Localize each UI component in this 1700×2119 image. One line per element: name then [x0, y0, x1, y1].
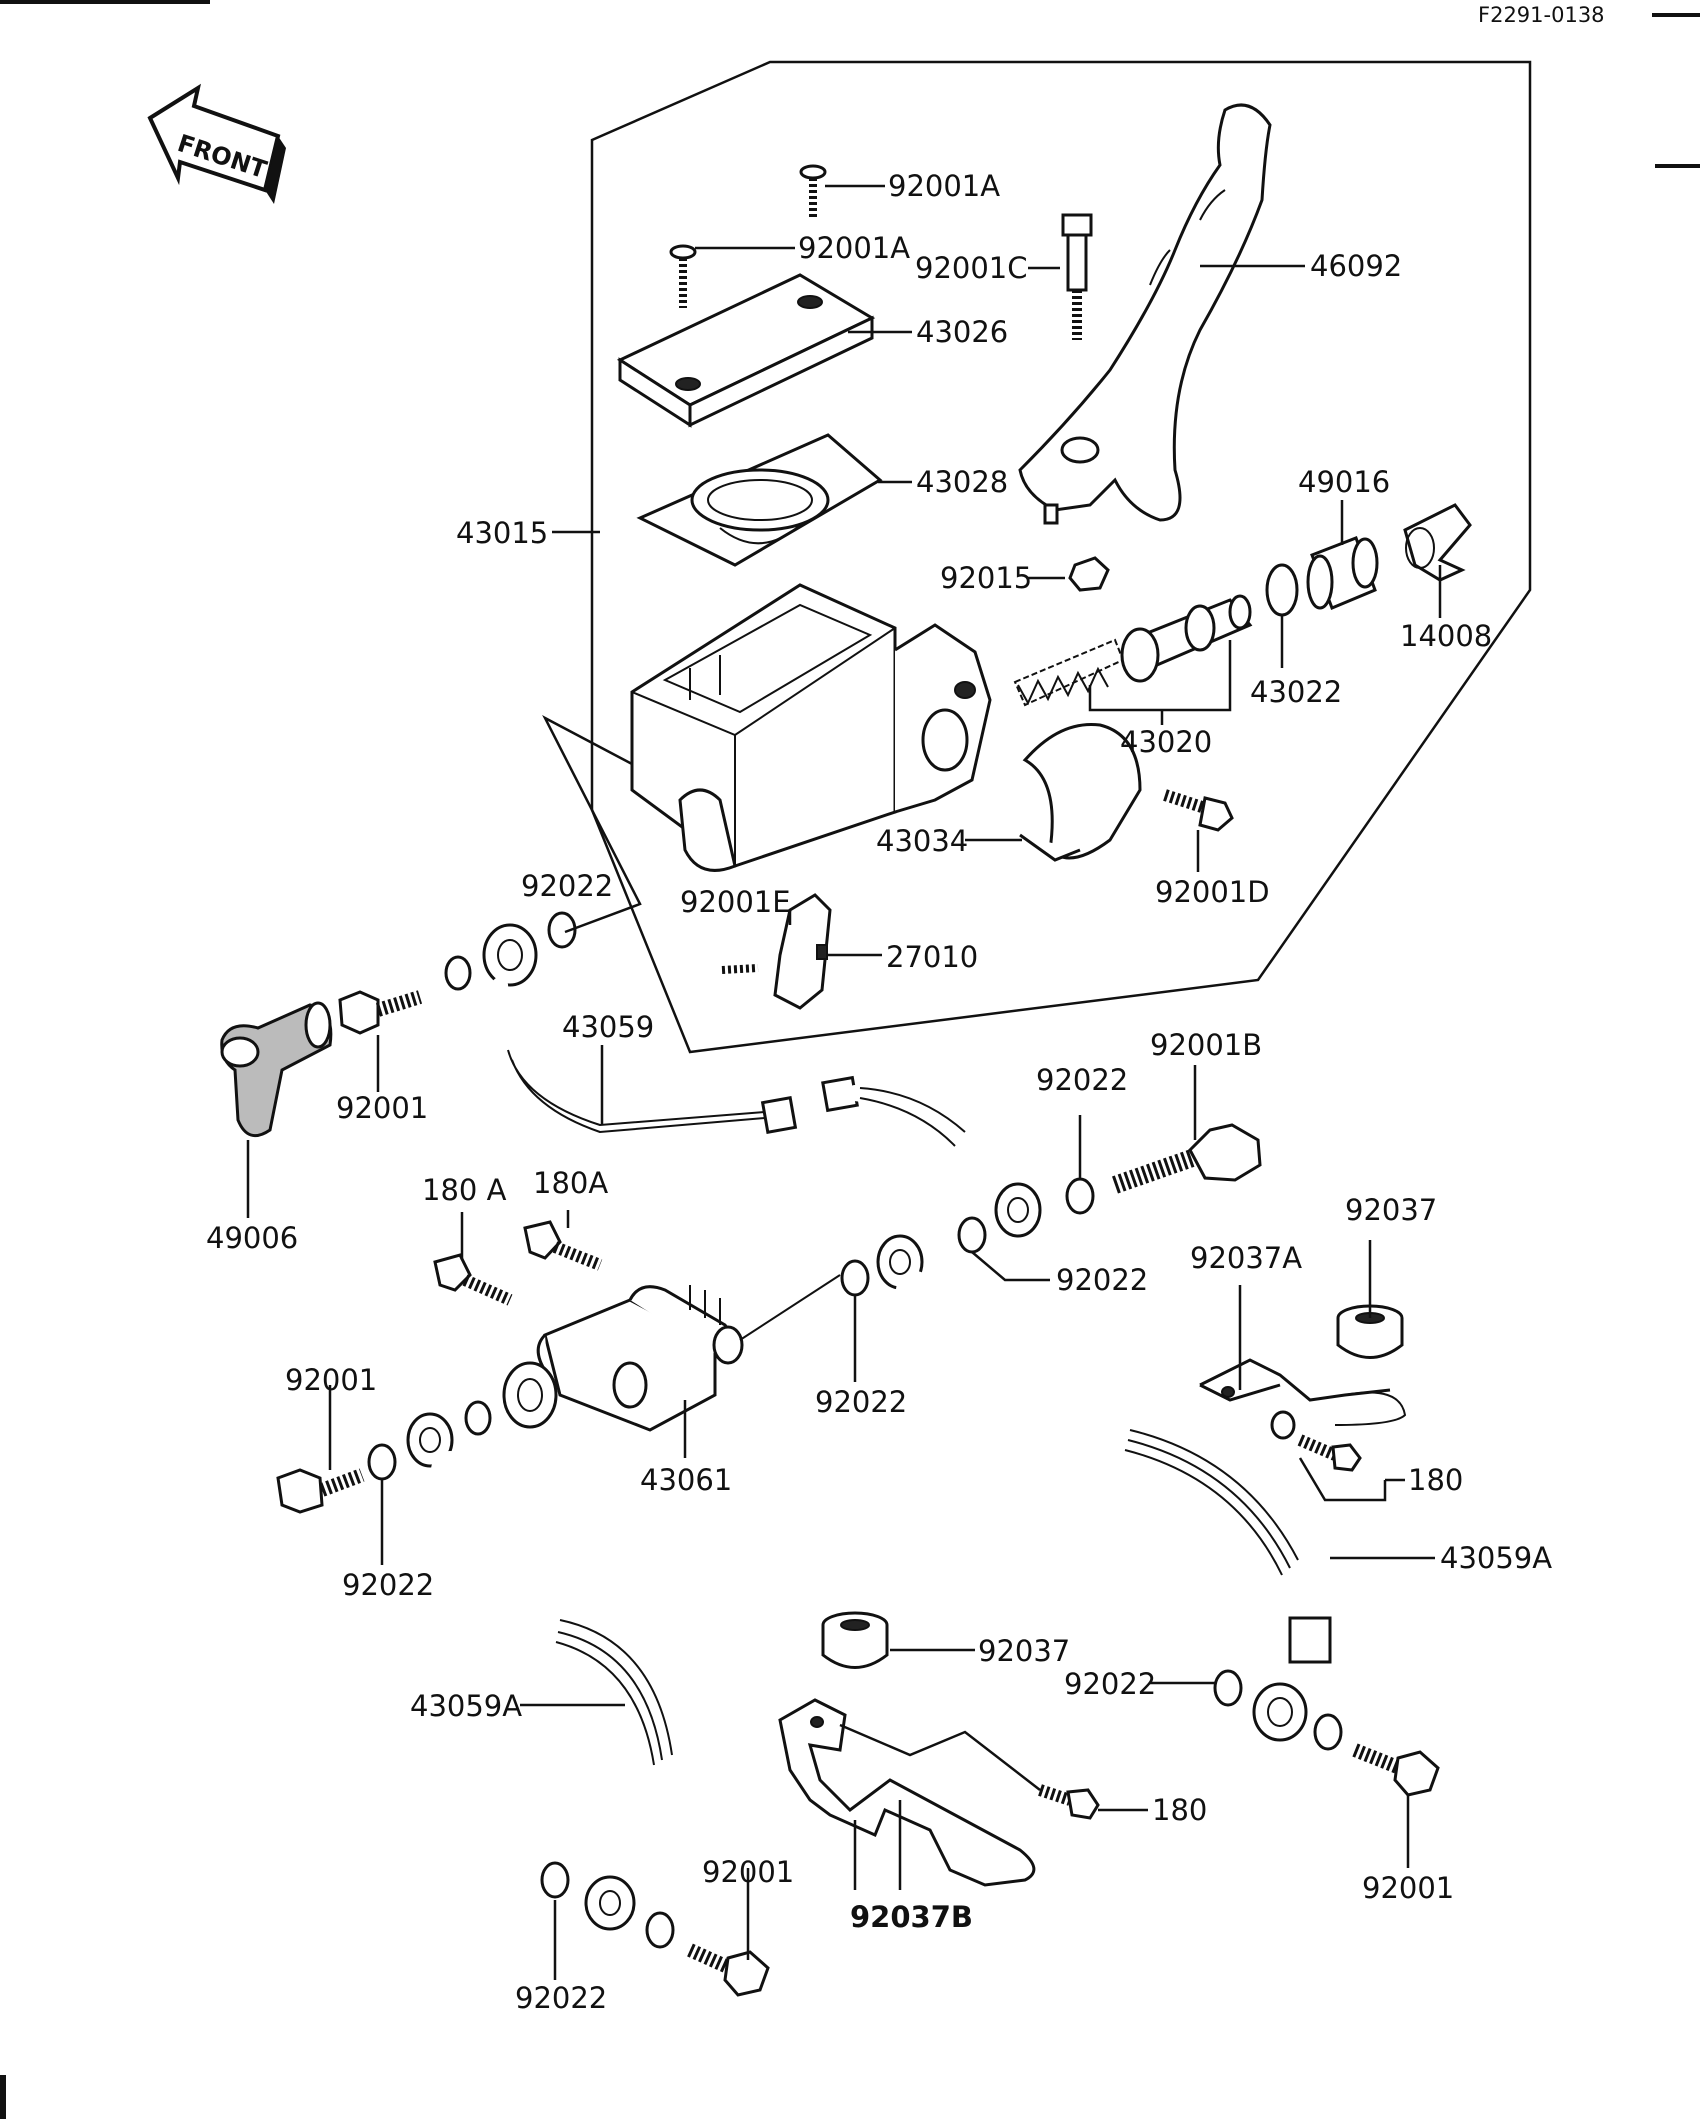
label-92001-bottom-right: 92001 — [1362, 1871, 1454, 1905]
label-92001A-top: 92001A — [888, 169, 1000, 203]
hose-43059A-left — [431, 1451, 685, 1874]
left-edge-mark — [0, 2075, 6, 2119]
banjo-bolt-92001-left — [338, 990, 423, 1035]
spring — [1017, 666, 1109, 706]
lever-nut — [1068, 556, 1110, 592]
label-92022-c: 92022 — [1056, 1263, 1148, 1297]
piston-assembly — [1013, 594, 1253, 707]
washer-92022-f — [1213, 1669, 1243, 1707]
washer-92022-d — [840, 1259, 870, 1297]
label-92022-e: 92022 — [342, 1568, 434, 1602]
banjo-bolt-92001-mid — [276, 1468, 365, 1514]
washer-left-1 — [444, 955, 472, 991]
label-92037-center: 92037 — [978, 1634, 1070, 1668]
front-arrow-icon: FRONT — [147, 83, 286, 204]
bolt-180A-left — [433, 1253, 513, 1306]
banjo-bolt-92001-bottom — [687, 1943, 770, 1997]
label-92001-left: 92001 — [336, 1091, 428, 1125]
bracket-92037A — [1199, 1358, 1407, 1426]
banjo-fitting-right — [994, 1182, 1042, 1238]
washer-right-lower — [1313, 1713, 1343, 1751]
washer-left-lower — [645, 1911, 675, 1949]
reservoir-cap — [616, 273, 876, 428]
clip-14008 — [1403, 503, 1472, 582]
banjo-boot-49006 — [220, 1001, 333, 1138]
banjo-fitting-upper — [482, 923, 538, 987]
label-43015: 43015 — [456, 516, 548, 550]
assembly-outline — [590, 60, 1532, 1054]
banjo-fitting-right-lower — [1252, 1682, 1308, 1742]
junction-43061 — [502, 1285, 744, 1432]
label-180-right: 180 — [1408, 1463, 1463, 1497]
screw-92001A-mid — [669, 244, 697, 308]
label-92001D: 92001D — [1155, 875, 1270, 909]
washer-92022-b — [1065, 1177, 1095, 1215]
pivot-bolt — [1061, 213, 1093, 340]
label-92022-d: 92022 — [815, 1385, 907, 1419]
bolt-180-center — [1038, 1784, 1100, 1820]
label-92022-a: 92022 — [521, 869, 613, 903]
label-92037B: 92037B — [850, 1900, 973, 1934]
hose-43059 — [492, 977, 993, 1178]
brake-lever — [1018, 103, 1272, 525]
banjo-bolt-92001-right — [1352, 1743, 1440, 1797]
banjo-fitting-left — [406, 1412, 454, 1468]
label-14008: 14008 — [1400, 619, 1492, 653]
label-43028: 43028 — [916, 465, 1008, 499]
washer-92022-c — [957, 1216, 987, 1254]
screw-92001A-top — [799, 164, 827, 218]
label-180A-1: 180 A — [422, 1173, 507, 1207]
label-43026: 43026 — [916, 315, 1008, 349]
bleeder-bolt-92001B — [1112, 1123, 1262, 1194]
label-92001-bottom-left: 92001 — [702, 1855, 794, 1889]
label-49006: 49006 — [206, 1221, 298, 1255]
label-49016: 49016 — [1298, 465, 1390, 499]
bolt-92001D — [1163, 789, 1234, 832]
washer-92022-upper — [547, 911, 577, 949]
washer-92022-g — [540, 1861, 570, 1899]
label-92015: 92015 — [940, 561, 1032, 595]
label-27010: 27010 — [886, 940, 978, 974]
label-43034: 43034 — [876, 824, 968, 858]
diagram-code: F2291-0138 — [1478, 3, 1605, 27]
bolt-180-right — [1297, 1434, 1362, 1472]
hose-43059A-right — [896, 1271, 1332, 1679]
bracket-92037B — [778, 1698, 1036, 1887]
label-43059A-right: 43059A — [1440, 1541, 1552, 1575]
washer-43022 — [1265, 563, 1299, 617]
label-92001-mid: 92001 — [285, 1363, 377, 1397]
label-43061: 43061 — [640, 1463, 732, 1497]
grommet-92037-center — [821, 1611, 889, 1669]
clamp-43034 — [1019, 722, 1142, 862]
leader-lines — [246, 184, 1442, 1980]
junction-line — [739, 1274, 841, 1341]
bolt-180A-right — [523, 1220, 603, 1271]
label-92037A: 92037A — [1190, 1241, 1302, 1275]
label-43059A-left: 43059A — [410, 1689, 522, 1723]
label-92001A-mid: 92001A — [798, 231, 910, 265]
label-43022: 43022 — [1250, 675, 1342, 709]
label-43020: 43020 — [1120, 725, 1212, 759]
master-cylinder-body — [630, 583, 992, 872]
label-92022-f: 92022 — [1064, 1667, 1156, 1701]
label-43059: 43059 — [562, 1010, 654, 1044]
label-180A-2: 180A — [533, 1166, 608, 1200]
washer-junction — [464, 1400, 492, 1436]
label-46092: 46092 — [1310, 249, 1402, 283]
label-180-center: 180 — [1152, 1793, 1207, 1827]
label-92001C: 92001C — [915, 251, 1028, 285]
label-92022-b: 92022 — [1036, 1063, 1128, 1097]
label-92001E: 92001E — [680, 885, 791, 919]
bolt-180-right-washer — [1270, 1410, 1296, 1440]
label-92001B: 92001B — [1150, 1028, 1262, 1062]
banjo-fitting-left-lower — [584, 1875, 636, 1931]
diaphragm — [636, 433, 883, 567]
label-92037-right: 92037 — [1345, 1193, 1437, 1227]
label-92022-g: 92022 — [515, 1981, 607, 2015]
washer-92022-e — [367, 1443, 397, 1481]
boot-49016 — [1306, 536, 1379, 610]
